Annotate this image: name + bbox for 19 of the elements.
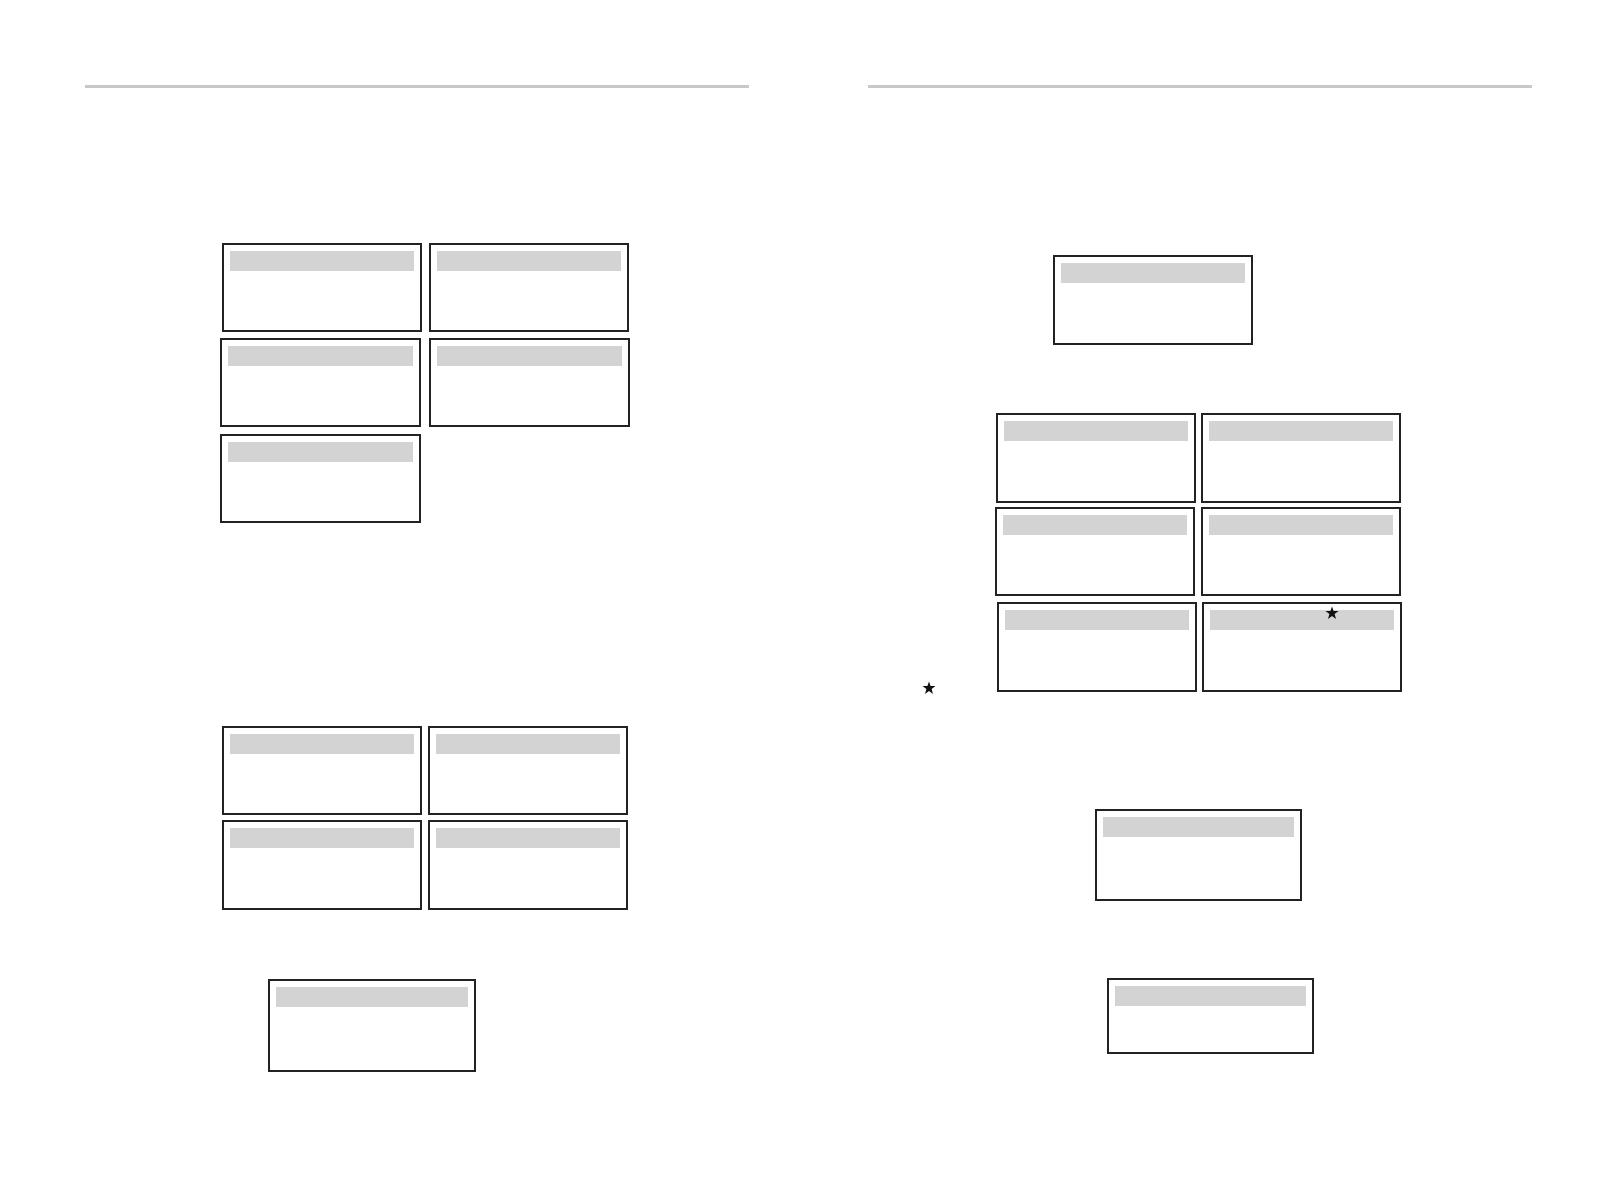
empty-box [268, 979, 476, 1072]
empty-box [1202, 602, 1402, 692]
empty-box [995, 507, 1195, 596]
empty-box [429, 338, 630, 427]
empty-box [222, 726, 422, 815]
empty-box [429, 243, 629, 332]
empty-box [1201, 507, 1401, 596]
empty-box [996, 413, 1196, 503]
empty-box [222, 243, 422, 332]
empty-box [1107, 978, 1314, 1054]
empty-box [1053, 255, 1253, 345]
empty-box [1201, 413, 1401, 503]
empty-box [428, 820, 628, 910]
empty-box [220, 338, 421, 427]
empty-box [220, 434, 421, 523]
empty-box [997, 602, 1197, 692]
empty-box [1095, 809, 1302, 901]
empty-box [428, 726, 628, 815]
empty-box [222, 820, 422, 910]
